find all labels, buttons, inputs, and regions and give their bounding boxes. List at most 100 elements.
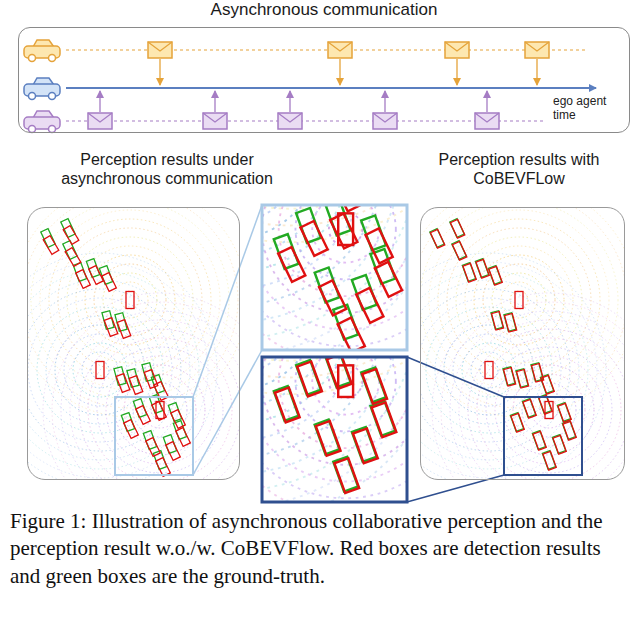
car-icon (24, 111, 60, 133)
envelope-body (373, 113, 397, 129)
result-panel: Perception results under asynchronous co… (27, 150, 240, 480)
ego-timeline (66, 87, 596, 89)
lidar-ring (55, 325, 145, 415)
lidar-ring (522, 383, 576, 437)
detection-box (43, 236, 59, 255)
lidar-ring (432, 293, 625, 480)
lidar-ring (262, 357, 407, 502)
lidar-ring (262, 205, 407, 350)
detection-box (136, 406, 151, 425)
lidar-ring (453, 334, 525, 406)
lidar-ring (465, 246, 573, 354)
panel-frame (27, 207, 240, 480)
ground-truth-box (63, 241, 77, 260)
car-cabin (33, 40, 54, 47)
lidar-ring (79, 329, 240, 480)
lidar-ring (37, 307, 163, 433)
lidar-ring (262, 205, 407, 350)
ground-truth-box (99, 266, 112, 285)
detection-box (353, 428, 378, 463)
zoom-view (262, 357, 407, 502)
lidar-ring (279, 205, 407, 296)
lidar-ring (82, 352, 118, 388)
ground-truth-box (352, 275, 377, 310)
ground-truth-box (41, 229, 55, 248)
car-wheel (29, 126, 36, 133)
detection-box (545, 402, 553, 419)
lidar-ring (27, 207, 238, 408)
ground-truth-box (503, 367, 515, 385)
message-envelope (373, 113, 397, 129)
ground-truth-box (450, 219, 464, 238)
lidar-ring (462, 343, 516, 397)
car-wheel (49, 93, 56, 100)
ground-truth-box (333, 305, 358, 340)
lidar-ring (49, 219, 211, 381)
zoom-view (262, 205, 407, 350)
ground-truth-box (430, 229, 444, 248)
detection-box (152, 402, 167, 421)
lidar-ring (262, 357, 401, 474)
lidar-ring (106, 356, 214, 464)
lidar-ring (97, 347, 223, 473)
lidar-ring (262, 205, 368, 289)
lidar-ring (262, 357, 407, 502)
detection-box (517, 370, 529, 388)
detection-box (489, 266, 502, 285)
ground-truth-box (296, 360, 321, 395)
ground-truth-box (274, 386, 299, 421)
envelope-flap (475, 113, 499, 122)
car-cabin (33, 111, 54, 118)
ground-truth-box (540, 375, 553, 394)
ground-truth-box (153, 451, 166, 470)
message-envelope (475, 113, 499, 129)
ground-truth-box (370, 249, 395, 284)
detection-box (316, 421, 341, 456)
lidar-ring (262, 357, 407, 377)
detection-box (492, 312, 504, 330)
lidar-ring (262, 205, 407, 350)
detection-box (558, 403, 571, 422)
lidar-ring (67, 237, 193, 363)
message-envelope (525, 42, 549, 58)
lidar-ring (262, 205, 407, 350)
lidar-ring (40, 210, 220, 390)
detection-box (275, 388, 300, 423)
detection-box (334, 205, 361, 211)
detection-box (126, 292, 134, 309)
detection-box (553, 435, 566, 454)
lidar-ring (27, 280, 190, 460)
lidar-ring (27, 207, 240, 417)
timeline-dashed (66, 120, 545, 121)
lidar-ring (91, 361, 109, 379)
lidar-ring (262, 357, 407, 502)
ground-truth-box (531, 363, 543, 381)
lidar-ring (262, 205, 407, 209)
ground-truth-box (326, 205, 351, 235)
message-envelope (278, 113, 302, 129)
message-arrow (456, 59, 457, 85)
lidar-ring (471, 352, 507, 388)
detection-box (116, 374, 130, 393)
figure-caption: Figure 1: Illustration of asynchronous c… (10, 508, 630, 590)
envelope-body (475, 113, 499, 129)
lidar-ring (450, 311, 625, 480)
lidar-ring (468, 329, 625, 480)
lidar-ring (46, 316, 154, 424)
detection-box (129, 376, 143, 395)
car-cabin (33, 78, 54, 85)
ground-truth-box (149, 395, 162, 414)
detection-box (176, 428, 191, 447)
detection-box (146, 438, 161, 457)
message-arrow (214, 91, 215, 112)
ground-truth-box (133, 399, 146, 418)
lidar-ring (474, 255, 564, 345)
detection-box (504, 368, 516, 386)
detection-box (505, 314, 517, 332)
car-body (24, 84, 60, 96)
lidar-ring (420, 207, 625, 417)
ground-truth-box (370, 401, 395, 436)
lidar-ring (262, 357, 407, 502)
ground-truth-box (151, 375, 164, 394)
lidar-ring (492, 273, 546, 327)
